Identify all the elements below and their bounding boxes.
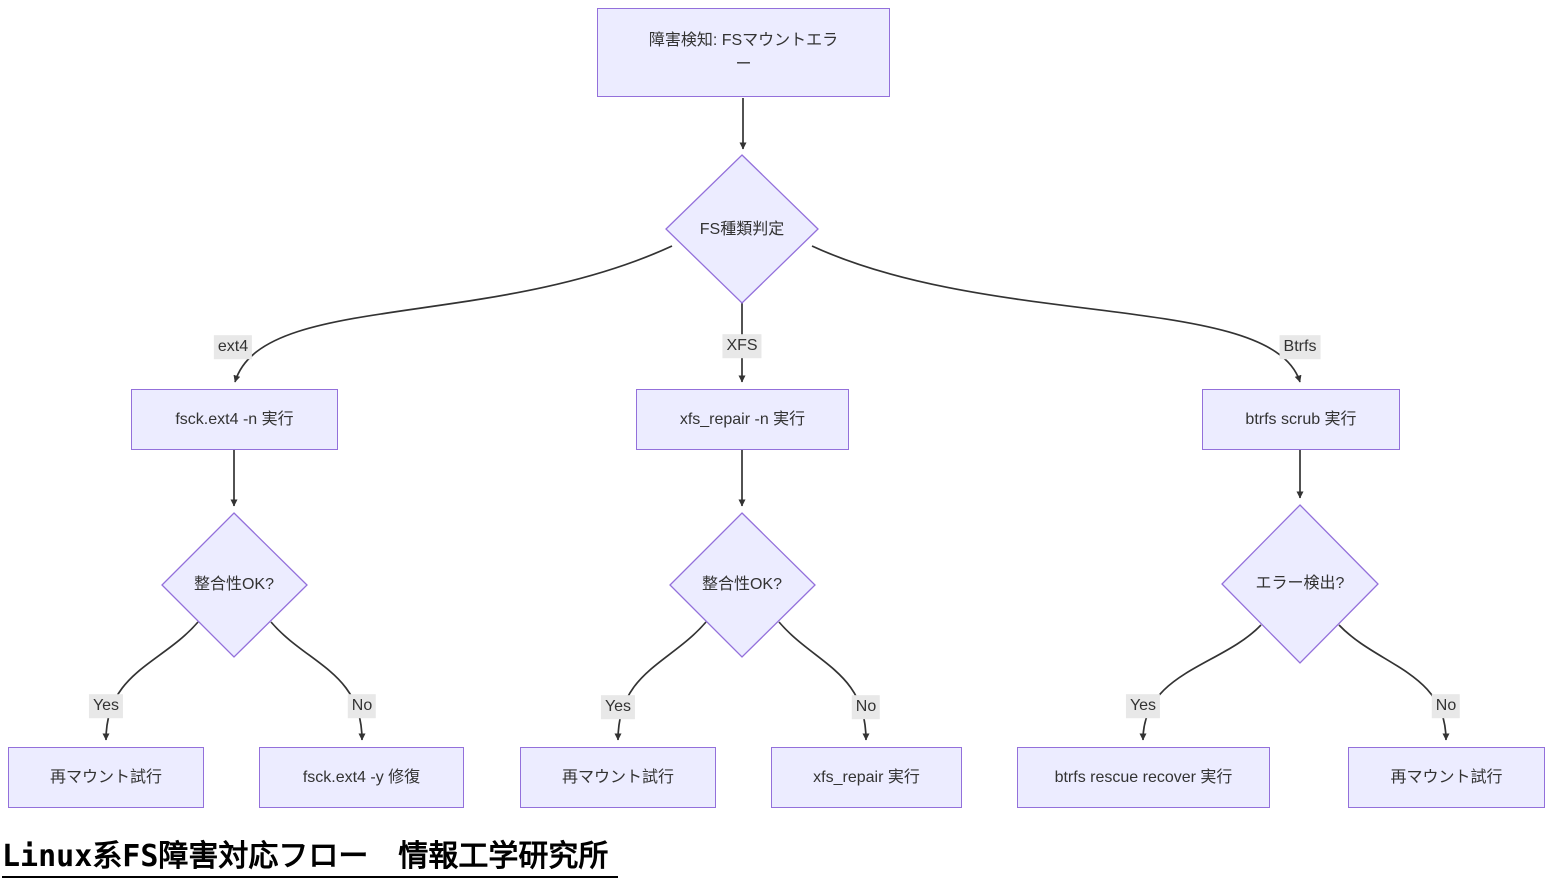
diagram-title: Linux系FS障害対応フロー 情報工学研究所 <box>2 840 619 878</box>
node-label: fsck.ext4 -y 修復 <box>302 768 421 786</box>
node-btrfs-rescue-recover: btrfs rescue recover 実行 <box>1017 747 1270 808</box>
node-btrfs-scrub: btrfs scrub 実行 <box>1202 389 1400 450</box>
node-btrfs-remount: 再マウント試行 <box>1348 747 1545 808</box>
edge-xfsok-yes <box>614 621 707 741</box>
node-fs-type-decision-shape <box>665 154 819 304</box>
node-ext4-remount: 再マウント試行 <box>8 747 204 808</box>
node-xfs-repair-run: xfs_repair 実行 <box>771 747 962 808</box>
node-failure-detected: 障害検知: FSマウントエラー <box>597 8 890 97</box>
edge-label-xfs: XFS <box>722 334 762 358</box>
edge-ext4ok-yes <box>102 621 199 741</box>
node-xfs-remount: 再マウント試行 <box>520 747 716 808</box>
edge-label-btrfs-yes: Yes <box>1125 694 1161 718</box>
edge-label-ext4-no: No <box>347 694 377 718</box>
node-xfs-integrity-decision-label: 整合性OK? <box>701 575 783 593</box>
edge-fstype-to-btrfscheck <box>811 245 1302 383</box>
node-label: 再マウント試行 <box>49 768 162 786</box>
node-label: xfs_repair -n 実行 <box>679 410 806 428</box>
edge-label-btrfs-no: No <box>1431 694 1461 718</box>
node-label: xfs_repair 実行 <box>813 768 920 786</box>
node-ext4-integrity-decision-label: 整合性OK? <box>193 575 275 593</box>
node-xfs-integrity-decision-shape <box>669 512 816 658</box>
edge-label-ext4: ext4 <box>213 335 253 359</box>
edge-label-ext4-yes: Yes <box>88 694 124 718</box>
node-fs-type-decision-label: FS種類判定 <box>699 220 785 238</box>
node-fsck-ext4-y-repair: fsck.ext4 -y 修復 <box>259 747 464 808</box>
node-label: 再マウント試行 <box>1390 768 1503 786</box>
node-fsck-ext4-n: fsck.ext4 -n 実行 <box>131 389 338 450</box>
edge-label-xfs-no: No <box>851 695 881 719</box>
edge-label-xfs-yes: Yes <box>600 695 636 719</box>
node-label: fsck.ext4 -n 実行 <box>175 410 294 428</box>
node-label: btrfs scrub 実行 <box>1245 410 1357 428</box>
node-xfs-repair-n: xfs_repair -n 実行 <box>636 389 849 450</box>
node-label: 再マウント試行 <box>561 768 674 786</box>
node-btrfs-error-decision-label: エラー検出? <box>1255 574 1345 592</box>
node-label: btrfs rescue recover 実行 <box>1054 768 1233 786</box>
edge-btrfserr-yes <box>1139 624 1262 741</box>
node-label: 障害検知: FSマウントエラー <box>648 31 839 73</box>
edge-fstype-to-ext4check <box>233 245 673 383</box>
edge-btrfserr-no <box>1338 624 1450 741</box>
edge-label-btrfs: Btrfs <box>1279 335 1321 359</box>
edge-ext4ok-no <box>270 621 366 741</box>
node-ext4-integrity-decision-shape <box>161 512 308 658</box>
edge-xfsok-no <box>778 621 870 741</box>
node-btrfs-error-decision-shape <box>1221 504 1379 664</box>
